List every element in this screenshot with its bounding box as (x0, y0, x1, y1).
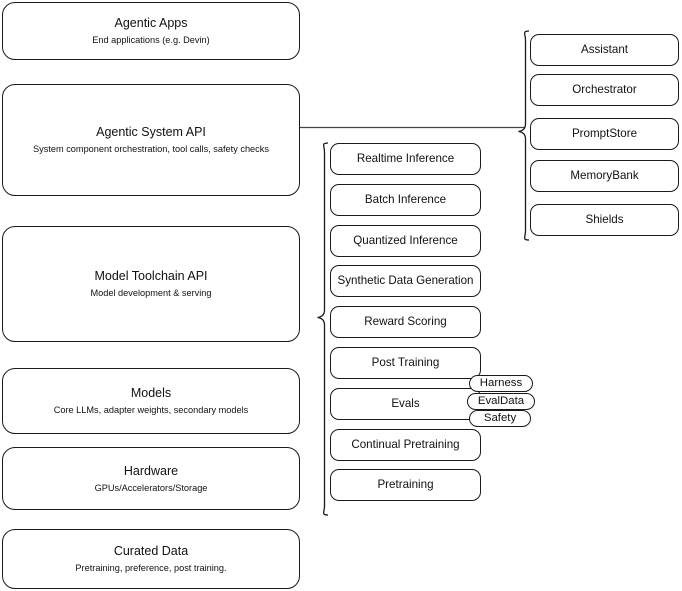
component-synthetic-data-generation[interactable]: Synthetic Data Generation (330, 265, 481, 297)
component-label: Shields (585, 213, 624, 226)
component-label: Assistant (580, 43, 629, 56)
eval-pill-label: EvalData (477, 395, 525, 407)
layer-title: Curated Data (113, 544, 189, 558)
component-label: MemoryBank (570, 169, 639, 182)
component-orchestrator[interactable]: Orchestrator (530, 74, 679, 106)
component-realtime-inference[interactable]: Realtime Inference (330, 143, 481, 175)
layer-subtitle: GPUs/Accelerators/Storage (94, 482, 208, 493)
layer-models[interactable]: Models Core LLMs, adapter weights, secon… (2, 368, 300, 434)
eval-pill-label: Safety (483, 412, 517, 424)
component-shields[interactable]: Shields (530, 204, 679, 236)
component-pretraining[interactable]: Pretraining (330, 469, 481, 501)
layer-agentic-apps[interactable]: Agentic Apps End applications (e.g. Devi… (2, 2, 300, 60)
component-continual-pretraining[interactable]: Continual Pretraining (330, 429, 481, 461)
layer-title: Model Toolchain API (94, 269, 208, 283)
component-label: Pretraining (377, 478, 434, 491)
component-post-training[interactable]: Post Training (330, 347, 481, 379)
layer-subtitle: End applications (e.g. Devin) (92, 35, 210, 45)
layer-subtitle: System component orchestration, tool cal… (33, 144, 269, 154)
layer-title: Agentic Apps (114, 16, 188, 30)
component-label: Post Training (371, 356, 440, 369)
component-reward-scoring[interactable]: Reward Scoring (330, 306, 481, 338)
layer-subtitle: Core LLMs, adapter weights, secondary mo… (53, 405, 249, 415)
layer-subtitle: Model development & serving (90, 288, 212, 298)
component-label: PromptStore (571, 127, 638, 140)
component-assistant[interactable]: Assistant (530, 34, 679, 66)
component-batch-inference[interactable]: Batch Inference (330, 184, 481, 216)
eval-pill-harness[interactable]: Harness (469, 375, 533, 392)
layer-title: Agentic System API (96, 125, 206, 139)
component-label: Evals (391, 397, 420, 410)
component-label: Orchestrator (572, 83, 637, 96)
layer-subtitle: Pretraining, preference, post training. (75, 563, 227, 573)
component-label: Reward Scoring (364, 315, 447, 328)
component-promptstore[interactable]: PromptStore (530, 118, 679, 150)
component-label: Batch Inference (364, 193, 447, 206)
component-label: Quantized Inference (353, 234, 458, 247)
component-evals[interactable]: Evals (330, 388, 481, 420)
component-label: Synthetic Data Generation (337, 274, 474, 287)
layer-agentic-system-api[interactable]: Agentic System API System component orch… (2, 84, 300, 196)
component-memorybank[interactable]: MemoryBank (530, 160, 679, 192)
component-label: Continual Pretraining (351, 438, 460, 451)
layer-title: Models (130, 386, 172, 400)
eval-pill-safety[interactable]: Safety (469, 410, 531, 427)
layer-model-toolchain-api[interactable]: Model Toolchain API Model development & … (2, 226, 300, 342)
toolchain-components-brace (317, 142, 329, 516)
layer-hardware[interactable]: Hardware GPUs/Accelerators/Storage (2, 447, 300, 510)
component-quantized-inference[interactable]: Quantized Inference (330, 225, 481, 257)
layer-title: Hardware (123, 463, 179, 478)
eval-pill-label: Harness (479, 377, 523, 389)
layer-curated-data[interactable]: Curated Data Pretraining, preference, po… (2, 529, 300, 589)
eval-pill-evaldata[interactable]: EvalData (467, 393, 535, 410)
component-label: Realtime Inference (356, 152, 455, 165)
system-components-brace (518, 30, 530, 241)
